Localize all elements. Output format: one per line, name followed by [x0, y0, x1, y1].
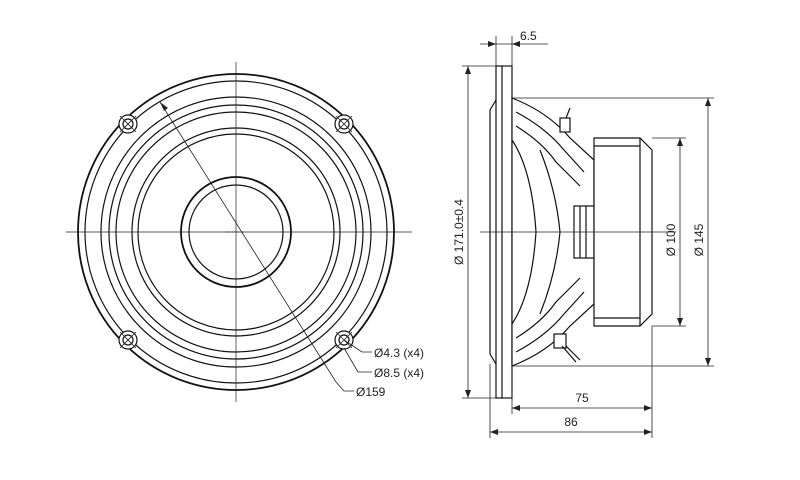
overall-depth-label: 86 — [564, 415, 578, 429]
hole-counterbore-leader — [343, 347, 372, 373]
terminal-bottom — [553, 333, 581, 363]
mounting-hole-top-left — [118, 114, 138, 134]
mounting-depth-label: 75 — [575, 391, 589, 405]
terminal-top — [559, 107, 571, 133]
side-view: 6.5 Ø 171.0±0.4 Ø 100 Ø 145 — [452, 29, 714, 438]
mounting-depth-dimension — [511, 326, 653, 414]
cutout-diameter-dimension — [512, 97, 714, 367]
outer-diameter-label: Ø 171.0±0.4 — [452, 199, 466, 265]
bolt-circle-leader — [335, 381, 354, 392]
bolt-circle-arrow-top — [160, 102, 168, 111]
basket-spoke-top-1 — [515, 111, 585, 173]
hole-counterbore-label: Ø8.5 (x4) — [374, 366, 424, 380]
magnet-diameter-label: Ø 100 — [664, 223, 678, 256]
cutout-diameter-label: Ø 145 — [692, 223, 706, 256]
basket-spoke-bottom-2 — [515, 277, 581, 339]
bolt-circle-label: Ø159 — [356, 385, 386, 399]
overall-depth-dimension — [489, 364, 653, 438]
flange-thickness-dimension — [480, 36, 548, 66]
hole-diameter-leader — [343, 339, 372, 353]
bolt-circle-diameter-line — [159, 101, 337, 383]
front-view: Ø4.3 (x4) Ø8.5 (x4) Ø159 — [66, 62, 424, 402]
outer-diameter-dimension — [462, 65, 496, 399]
basket-spoke-top-2 — [515, 125, 581, 187]
mounting-hole-top-right — [334, 114, 354, 134]
mounting-hole-bottom-left — [118, 330, 138, 350]
hole-diameter-label: Ø4.3 (x4) — [374, 346, 424, 360]
flange-thickness-label: 6.5 — [520, 29, 537, 43]
magnet-diameter-dimension — [652, 137, 686, 327]
basket-spoke-bottom-1 — [515, 291, 585, 353]
